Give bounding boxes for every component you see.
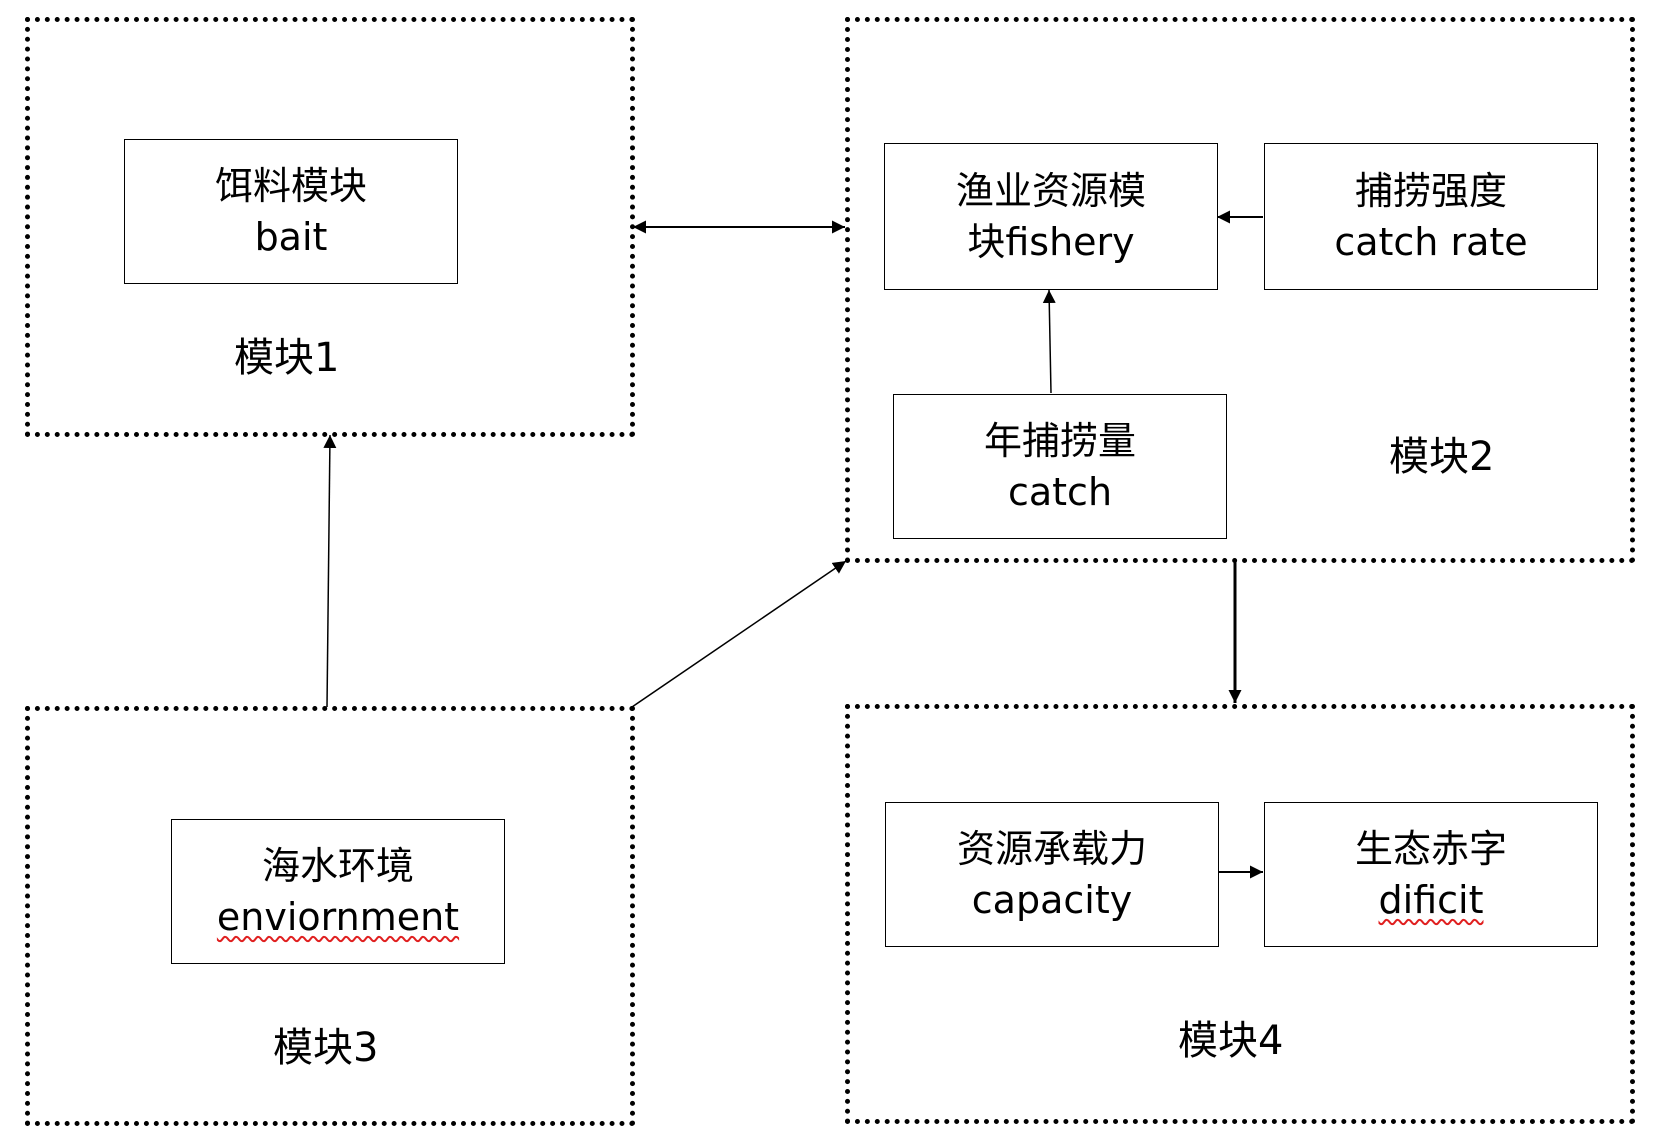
module-1-frame: [25, 17, 635, 437]
catch-rate-node: 捕捞强度 catch rate: [1264, 143, 1598, 290]
module-1-label: 模块1: [234, 335, 340, 381]
deficit-node: 生态赤字 dificit: [1264, 802, 1598, 947]
fishery-node-line2: 块fishery: [967, 219, 1135, 264]
environment-node: 海水环境 enviornment: [171, 819, 505, 964]
environment-node-zh: 海水环境: [261, 844, 414, 889]
annual-catch-node-en: catch: [1007, 469, 1113, 514]
module-4-frame: [845, 704, 1635, 1124]
module-2-label: 模块2: [1389, 434, 1495, 480]
capacity-node: 资源承载力 capacity: [885, 802, 1219, 947]
module-3-frame: [25, 706, 635, 1126]
deficit-node-en: dificit: [1378, 877, 1484, 922]
module-2-frame: [845, 17, 1635, 563]
fishery-node-line1: 渔业资源模: [955, 169, 1146, 214]
annual-catch-node-zh: 年捕捞量: [983, 419, 1136, 464]
module-4-label: 模块4: [1178, 1018, 1284, 1064]
capacity-node-en: capacity: [971, 877, 1133, 922]
bait-node-zh: 饵料模块: [214, 164, 367, 209]
catch-rate-node-zh: 捕捞强度: [1354, 169, 1507, 214]
capacity-node-zh: 资源承载力: [956, 827, 1147, 872]
module-3-label: 模块3: [273, 1025, 379, 1071]
catch-rate-node-en: catch rate: [1334, 219, 1528, 264]
bait-node-en: bait: [254, 214, 328, 259]
arrow-module3-to-module2: [631, 560, 847, 708]
arrow-module3-to-module1: [323, 434, 337, 708]
arrow-annual-catch-to-fishery: [1042, 289, 1056, 394]
deficit-node-zh: 生态赤字: [1354, 827, 1507, 872]
fishery-node: 渔业资源模 块fishery: [884, 143, 1218, 290]
environment-node-en: enviornment: [216, 894, 460, 939]
bait-node: 饵料模块 bait: [124, 139, 458, 284]
annual-catch-node: 年捕捞量 catch: [893, 394, 1227, 539]
